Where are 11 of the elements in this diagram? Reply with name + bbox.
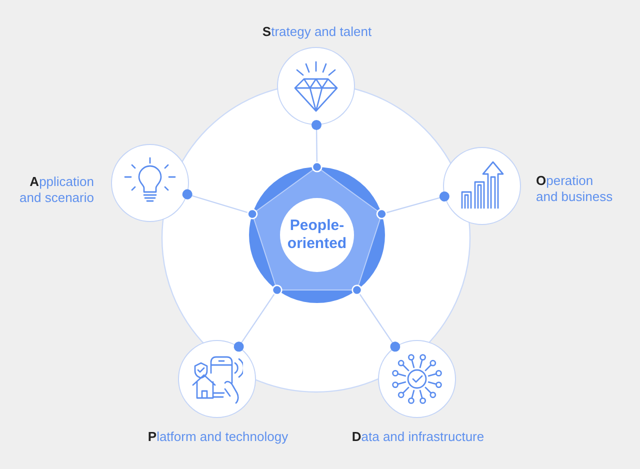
category-label: Data and infrastructure [350,429,486,445]
connector [234,284,282,352]
category-label: Operation and business [536,173,614,205]
center-title: People-oriented [286,217,348,253]
connector [182,189,258,220]
connector [352,284,400,352]
category-label: Platform and technology [146,429,290,445]
category-label: Strategy and talent [261,24,373,40]
category-label: Application and scenario [18,174,94,206]
connector [311,120,322,172]
connector [376,191,450,220]
